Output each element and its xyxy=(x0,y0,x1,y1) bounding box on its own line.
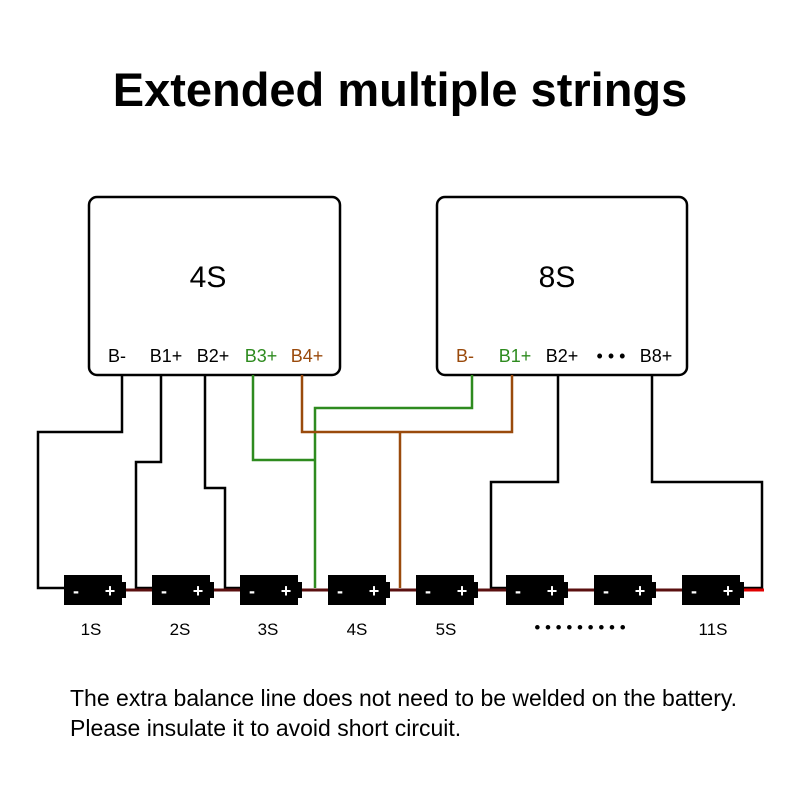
pin-8s-b-minus: B- xyxy=(456,346,474,366)
cell-label-1s: 1S xyxy=(81,620,102,639)
pin-8s-b2-plus: B2+ xyxy=(546,346,579,366)
cell-label-2s: 2S xyxy=(170,620,191,639)
wire-8s-b8-plus xyxy=(650,375,764,590)
pin-8s-b1-plus: B1+ xyxy=(499,346,532,366)
cell-label-4s: 4S xyxy=(347,620,368,639)
pin-8s-b8-plus: B8+ xyxy=(640,346,673,366)
cell-plus-sign: + xyxy=(369,581,380,601)
diagram-title: Extended multiple strings xyxy=(112,63,688,116)
pin-4s-b1-plus: B1+ xyxy=(150,346,183,366)
board-8s-box xyxy=(435,195,689,377)
cell-plus-sign: + xyxy=(193,581,204,601)
wire-4s-b1-plus xyxy=(134,375,163,590)
pin-8s-ellipsis: • • • xyxy=(597,346,626,366)
battery-cell: - + xyxy=(682,575,744,605)
cell-minus-sign: - xyxy=(161,581,167,601)
cell-plus-sign: + xyxy=(723,581,734,601)
wire-green-4s-b3 xyxy=(251,375,315,462)
wire-4s-b-minus xyxy=(36,375,124,590)
pin-4s-b-minus: B- xyxy=(108,346,126,366)
pin-4s-b3-plus: B3+ xyxy=(245,346,278,366)
cell-label-5s: 5S xyxy=(436,620,457,639)
wire-brown-4s-b4 xyxy=(300,375,514,434)
cell-label-ellipsis: • • • • • • • • • xyxy=(534,618,625,637)
cell-plus-sign: + xyxy=(635,581,646,601)
cell-minus-sign: - xyxy=(691,581,697,601)
pin-4s-b4-plus: B4+ xyxy=(291,346,324,366)
battery-cell: - + xyxy=(152,575,214,605)
battery-cell: - + xyxy=(328,575,390,605)
cell-minus-sign: - xyxy=(425,581,431,601)
cell-plus-sign: + xyxy=(105,581,116,601)
wire-4s-b2-plus xyxy=(203,375,242,590)
cell-minus-sign: - xyxy=(73,581,79,601)
cell-plus-sign: + xyxy=(457,581,468,601)
wire-8s-b2-plus xyxy=(489,375,560,590)
cell-minus-sign: - xyxy=(603,581,609,601)
pin-4s-b2-plus: B2+ xyxy=(197,346,230,366)
battery-cell: - + xyxy=(506,575,568,605)
board-8s-label: 8S xyxy=(539,261,576,294)
cell-plus-sign: + xyxy=(547,581,558,601)
battery-cell: - + xyxy=(64,575,126,605)
board-4s-label: 4S xyxy=(190,261,227,294)
insulation-note: The extra balance line does not need to … xyxy=(70,685,738,741)
wire-green-junction xyxy=(313,375,474,588)
cell-label-3s: 3S xyxy=(258,620,279,639)
battery-cell: - + xyxy=(240,575,302,605)
battery-cell: - + xyxy=(594,575,656,605)
cell-minus-sign: - xyxy=(337,581,343,601)
cell-plus-sign: + xyxy=(281,581,292,601)
cell-label-11s: 11S xyxy=(699,620,728,639)
cell-minus-sign: - xyxy=(249,581,255,601)
board-4s-box xyxy=(87,195,342,377)
battery-cells: - + - + - + - + - + - + - xyxy=(64,575,744,605)
cell-minus-sign: - xyxy=(515,581,521,601)
battery-cell: - + xyxy=(416,575,478,605)
